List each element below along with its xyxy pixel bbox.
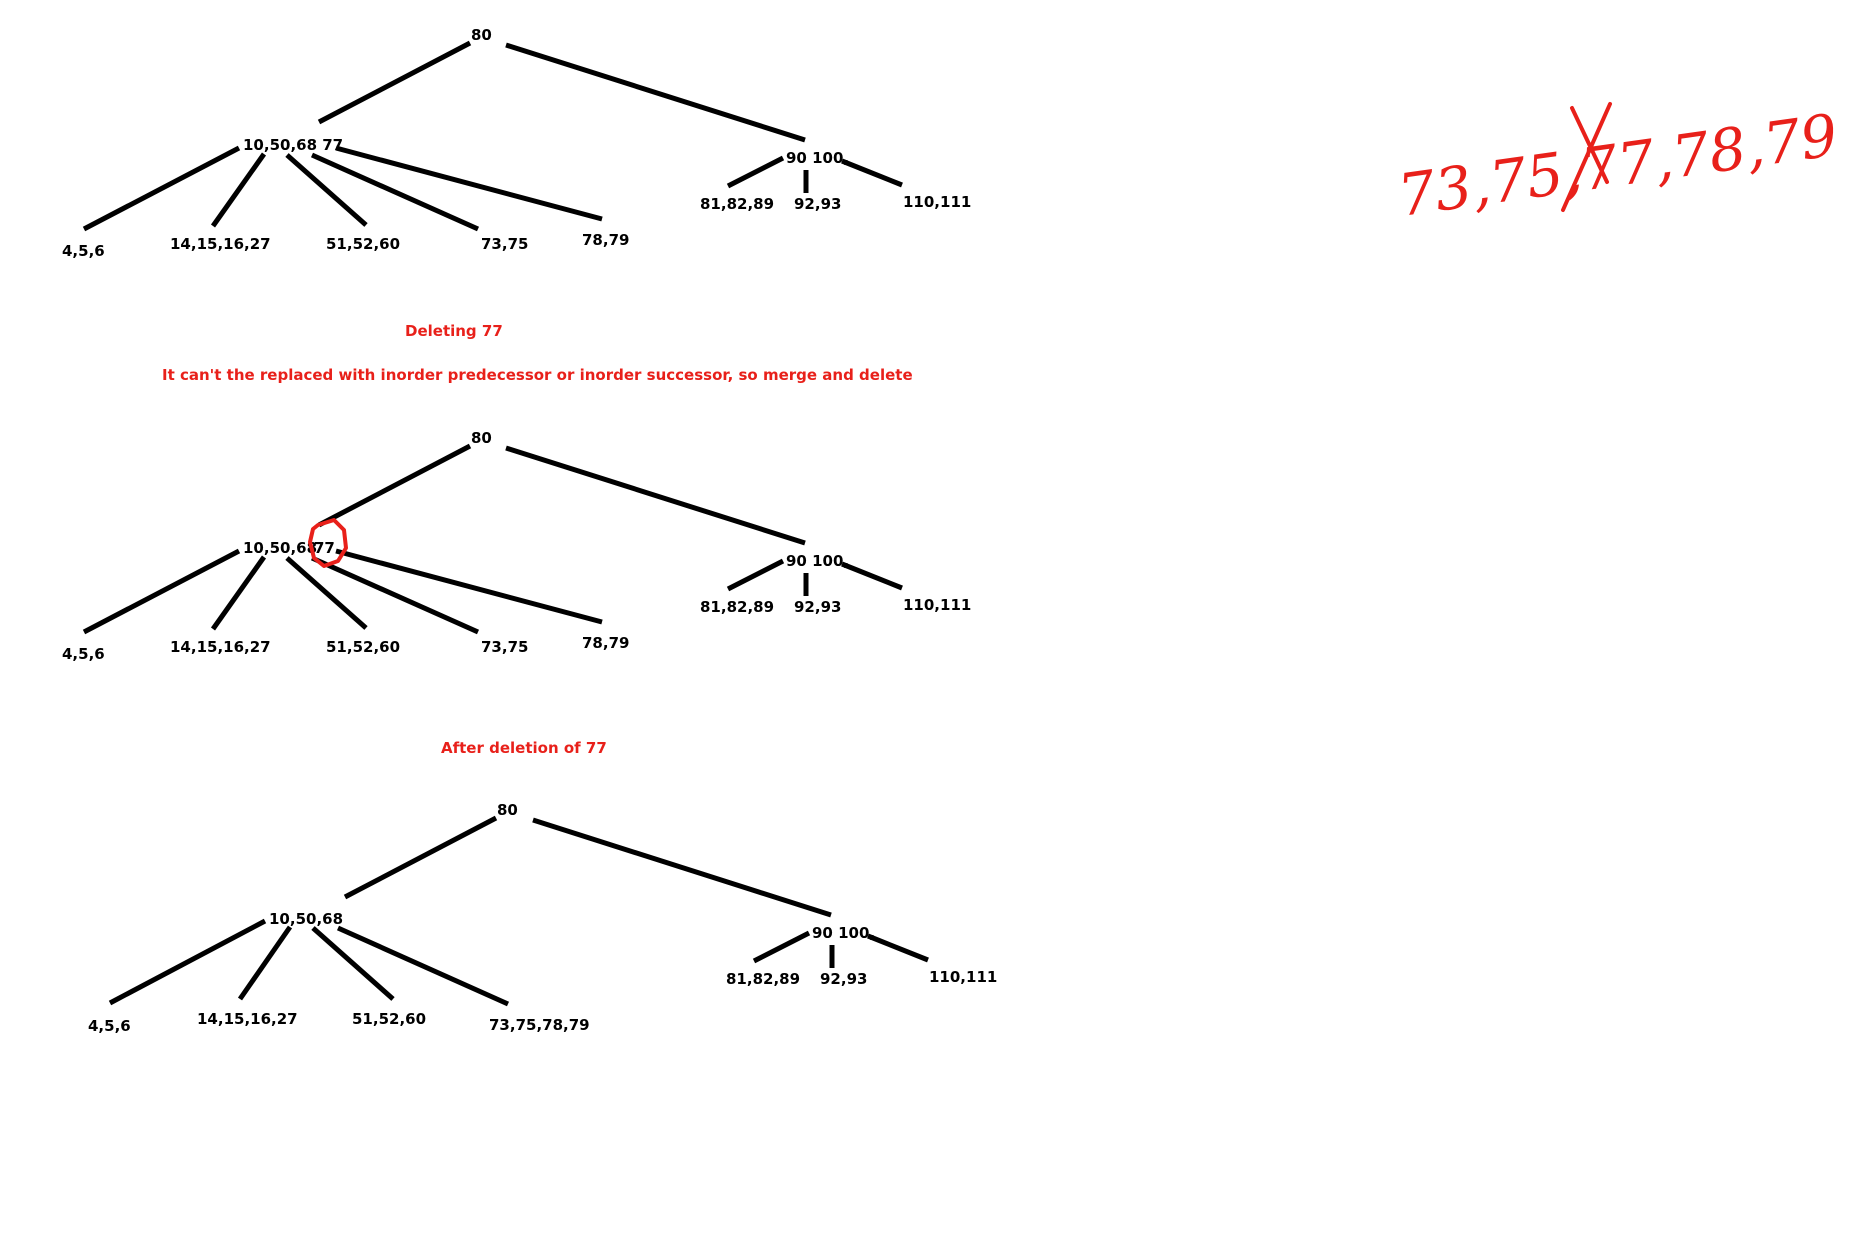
tree-during-deletion: 80 10,50,68 77 90 100, 4,5,6 14,15,16,27… <box>62 429 971 663</box>
edge <box>343 815 498 900</box>
edge <box>317 40 472 125</box>
leaf-node: 51,52,60 <box>326 235 400 253</box>
tree-after-deletion: 80 10,50,68 90 100, 4,5,6 14,15,16,27 51… <box>88 801 997 1035</box>
leaf-node: 73,75 <box>481 235 528 253</box>
right-internal-node: 90 100, <box>786 552 849 570</box>
edge <box>108 918 267 1006</box>
leaf-node: 78,79 <box>582 231 629 249</box>
leaf-node: 110,111 <box>903 596 971 614</box>
edge <box>310 152 480 232</box>
leaf-node: 51,52,60 <box>326 638 400 656</box>
note-struck-key: 77 <box>1577 127 1660 205</box>
leaf-node: 14,15,16,27 <box>170 638 271 656</box>
leaf-node: 73,75 <box>481 638 528 656</box>
edge <box>505 445 806 546</box>
edge <box>335 145 603 222</box>
edge <box>336 925 510 1007</box>
marked-key: 77 <box>314 539 335 557</box>
leaf-node: 92,93 <box>794 598 841 616</box>
edge <box>335 548 603 625</box>
leaf-node: 73,75,78,79 <box>489 1016 590 1034</box>
edge <box>752 930 811 964</box>
edge <box>82 548 241 635</box>
left-internal-node: 10,50,68 <box>269 910 343 928</box>
tree-before-deletion: 80 10,50,68 77 90 100, 4,5,6 14,15,16,27… <box>62 26 971 260</box>
red-circle-mark <box>308 518 348 568</box>
left-internal-node: 10,50,68 77 <box>243 136 343 154</box>
leaf-node: 78,79 <box>582 634 629 652</box>
leaf-node: 81,82,89 <box>700 195 774 213</box>
edge <box>317 443 472 528</box>
edge <box>726 558 785 592</box>
edge <box>311 926 395 1001</box>
edge <box>285 153 368 227</box>
edge <box>210 152 267 228</box>
leaf-node: 51,52,60 <box>352 1010 426 1028</box>
edge <box>285 556 368 630</box>
edge <box>210 555 267 631</box>
deleting-caption: Deleting 77 <box>405 322 503 340</box>
edge <box>841 561 903 591</box>
edge <box>505 42 806 143</box>
right-internal-node: 90 100, <box>786 149 849 167</box>
note-before: 73,75, <box>1394 137 1586 230</box>
root-node: 80 <box>471 26 492 44</box>
leaf-node: 4,5,6 <box>88 1017 131 1035</box>
left-internal-node-keys: 10,50,68 <box>243 539 317 557</box>
leaf-node: 92,93 <box>820 970 867 988</box>
leaf-node: 4,5,6 <box>62 242 105 260</box>
edge <box>867 933 929 963</box>
edge <box>310 555 480 635</box>
edge <box>841 158 903 188</box>
handwritten-note-text: 73,75,77,78,79 <box>1394 101 1842 230</box>
edge <box>532 817 832 918</box>
note-after: ,78,79 <box>1650 101 1842 194</box>
leaf-node: 14,15,16,27 <box>197 1010 298 1028</box>
leaf-node: 81,82,89 <box>700 598 774 616</box>
root-node: 80 <box>497 801 518 819</box>
leaf-node: 92,93 <box>794 195 841 213</box>
edge <box>237 925 293 1001</box>
edge <box>726 155 785 189</box>
handwritten-note: 73,75,77,78,79 <box>1394 101 1842 230</box>
leaf-node: 110,111 <box>903 193 971 211</box>
leaf-node: 81,82,89 <box>726 970 800 988</box>
leaf-node: 110,111 <box>929 968 997 986</box>
after-deletion-caption: After deletion of 77 <box>441 739 607 757</box>
strike-through-mark <box>1561 102 1612 212</box>
edge <box>82 145 241 232</box>
right-internal-node: 90 100, <box>812 924 875 942</box>
explanation-caption: It can't the replaced with inorder prede… <box>162 366 913 384</box>
root-node: 80 <box>471 429 492 447</box>
leaf-node: 14,15,16,27 <box>170 235 271 253</box>
leaf-node: 4,5,6 <box>62 645 105 663</box>
